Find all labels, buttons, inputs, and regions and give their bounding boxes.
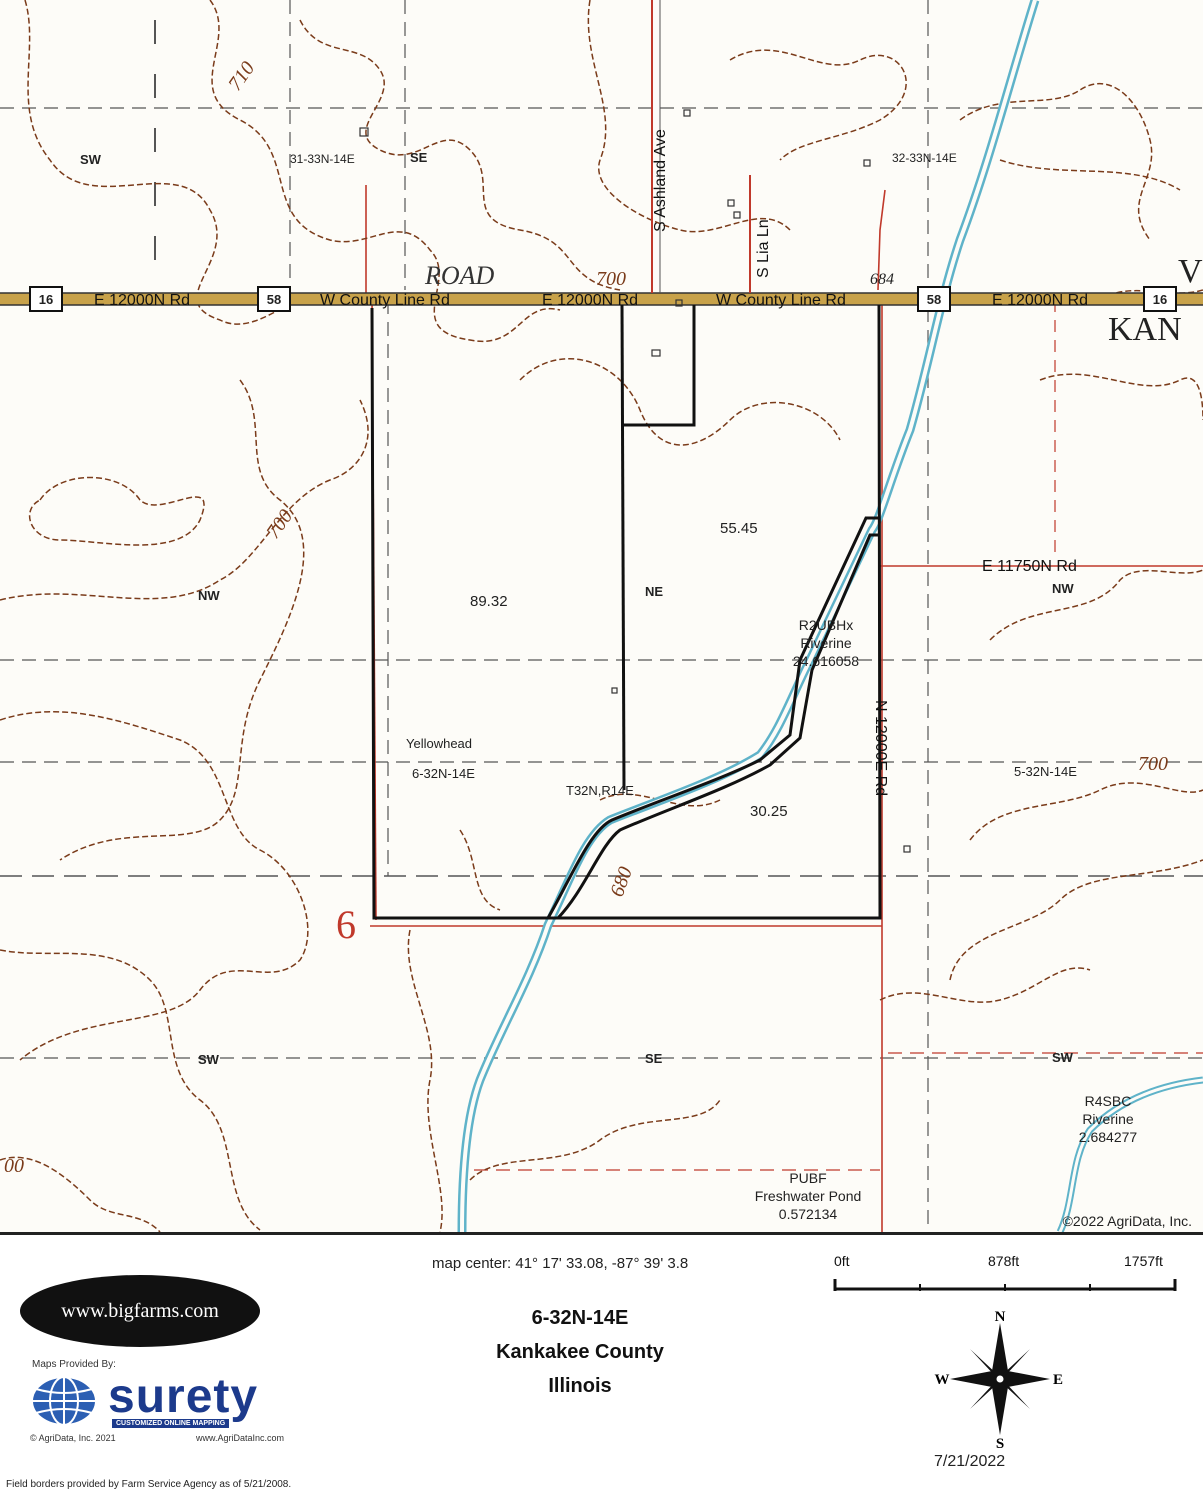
streams: [457, 0, 1203, 1232]
wetland-code: R2UBHx: [799, 617, 853, 633]
shield-16-right: 16: [1153, 292, 1167, 307]
yellowhead-label: Yellowhead: [406, 736, 472, 751]
scale-label-mid: 878ft: [988, 1253, 1020, 1269]
quarter-nw-left: NW: [198, 588, 220, 603]
road-label-e12000n-mid: E 12000N Rd: [542, 292, 638, 309]
shield-58-right: 58: [927, 292, 941, 307]
compass-w: W: [935, 1372, 950, 1388]
quarter-se-bottom: SE: [645, 1051, 663, 1066]
wetland-acres: 24.616058: [793, 653, 859, 669]
topo-map[interactable]: 16 58 58 16 ROAD E 12000N Rd W County Li…: [0, 0, 1203, 1232]
section-grid: [0, 0, 1203, 1232]
road-label-e12000n-left: E 12000N Rd: [94, 292, 190, 309]
globe-icon: [30, 1375, 98, 1427]
section-number-6: 6: [336, 902, 356, 947]
field-acres-89[interactable]: 89.32: [470, 593, 508, 610]
quarter-sw-bottom-right: SW: [1052, 1050, 1074, 1065]
township-label: T32N,R14E: [566, 783, 634, 798]
wetland-type: Riverine: [800, 635, 852, 651]
compass-s: S: [996, 1436, 1004, 1449]
elevation-partial: 00: [4, 1155, 24, 1177]
logo-text: www.bigfarms.com: [61, 1299, 219, 1322]
agridata-url[interactable]: www.AgriDataInc.com: [196, 1433, 285, 1443]
wetland-r4sbc[interactable]: R4SBC Riverine 2.684277: [1079, 1093, 1138, 1145]
section-label-5: 5-32N-14E: [1014, 764, 1077, 779]
quarter-se-top: SE: [410, 150, 428, 165]
wetland-code: R4SBC: [1085, 1093, 1132, 1109]
shield-58-left: 58: [267, 292, 281, 307]
surety-tagline: CUSTOMIZED ONLINE MAPPING: [112, 1419, 230, 1428]
shield-16-left: 16: [39, 292, 53, 307]
wetland-type: Riverine: [1082, 1111, 1134, 1127]
field-borders-note: Field borders provided by Farm Service A…: [6, 1479, 292, 1490]
scale-label-0: 0ft: [834, 1253, 850, 1269]
compass-n: N: [995, 1309, 1006, 1325]
map-title-state: Illinois: [548, 1375, 612, 1397]
county-line-road: [0, 0, 1203, 306]
map-canvas: 16 58 58 16 ROAD E 12000N Rd W County Li…: [0, 0, 1203, 1232]
road-label-county-line-left: W County Line Rd: [320, 292, 450, 309]
road-label-e11750n: E 11750N Rd: [982, 558, 1077, 575]
road-label-n12000e: N 12000E Rd: [872, 700, 889, 796]
wetland-acres: 2.684277: [1079, 1129, 1138, 1145]
wetland-r2ubhx[interactable]: R2UBHx Riverine 24.616058: [793, 617, 859, 669]
wetland-acres: 0.572134: [779, 1206, 838, 1222]
road-label-county-line-right: W County Line Rd: [716, 292, 846, 309]
surety-logo-word: surety: [108, 1370, 259, 1423]
wetland-code: PUBF: [789, 1170, 826, 1186]
agridata-copyright: © AgriData, Inc. 2021: [30, 1433, 116, 1443]
elevation-700-road: 700: [596, 268, 626, 290]
field-borders: [370, 304, 882, 920]
road-shields: [29, 286, 1177, 312]
section-label-32: 32-33N-14E: [892, 151, 957, 165]
contour-lines: [0, 0, 1203, 1232]
road-label-e12000n-right: E 12000N Rd: [992, 292, 1088, 309]
quarter-ne-center: NE: [645, 584, 663, 599]
section-label-31: 31-33N-14E: [290, 152, 355, 166]
road-label-lia: S Lia Ln: [755, 219, 772, 278]
maps-provided-by: Maps Provided By:: [32, 1359, 116, 1370]
quarter-sw-bottom-left: SW: [198, 1052, 220, 1067]
quarter-nw-right: NW: [1052, 581, 1074, 596]
map-copyright: ©2022 AgriData, Inc.: [1063, 1213, 1192, 1229]
compass-rose-icon: N S W E: [930, 1309, 1070, 1452]
wetland-type: Freshwater Pond: [755, 1188, 862, 1204]
scale-label-max: 1757ft: [1124, 1253, 1163, 1269]
elevation-684: 684: [870, 271, 894, 288]
map-center-coords: map center: 41° 17' 33.08, -87° 39' 3.8: [432, 1255, 689, 1272]
map-title-section: 6-32N-14E: [531, 1307, 629, 1329]
road-label-ashland: S Ashland Ave: [652, 129, 669, 232]
section-label-6: 6-32N-14E: [412, 766, 475, 781]
bigfarms-logo[interactable]: www.bigfarms.com: [20, 1275, 260, 1347]
building-symbols: [359, 109, 911, 853]
elevation-700-right: 700: [1138, 753, 1168, 775]
town-label-partial: KAN: [1108, 311, 1182, 348]
map-date: 7/21/2022: [934, 1453, 1006, 1470]
town-label-partial-top: V: [1178, 253, 1203, 290]
map-title-county: Kankakee County: [496, 1341, 664, 1363]
road-word-label: ROAD: [424, 261, 495, 290]
quarter-sw-top: SW: [80, 152, 102, 167]
field-acres-55[interactable]: 55.45: [720, 520, 758, 537]
map-footer: www.bigfarms.com Maps Provided By: suret…: [0, 1232, 1203, 1492]
compass-e: E: [1053, 1372, 1063, 1388]
wetland-pubf[interactable]: PUBF Freshwater Pond 0.572134: [755, 1170, 862, 1222]
scale-bar: 0ft 878ft 1757ft: [832, 1251, 1182, 1295]
field-acres-30[interactable]: 30.25: [750, 803, 788, 820]
